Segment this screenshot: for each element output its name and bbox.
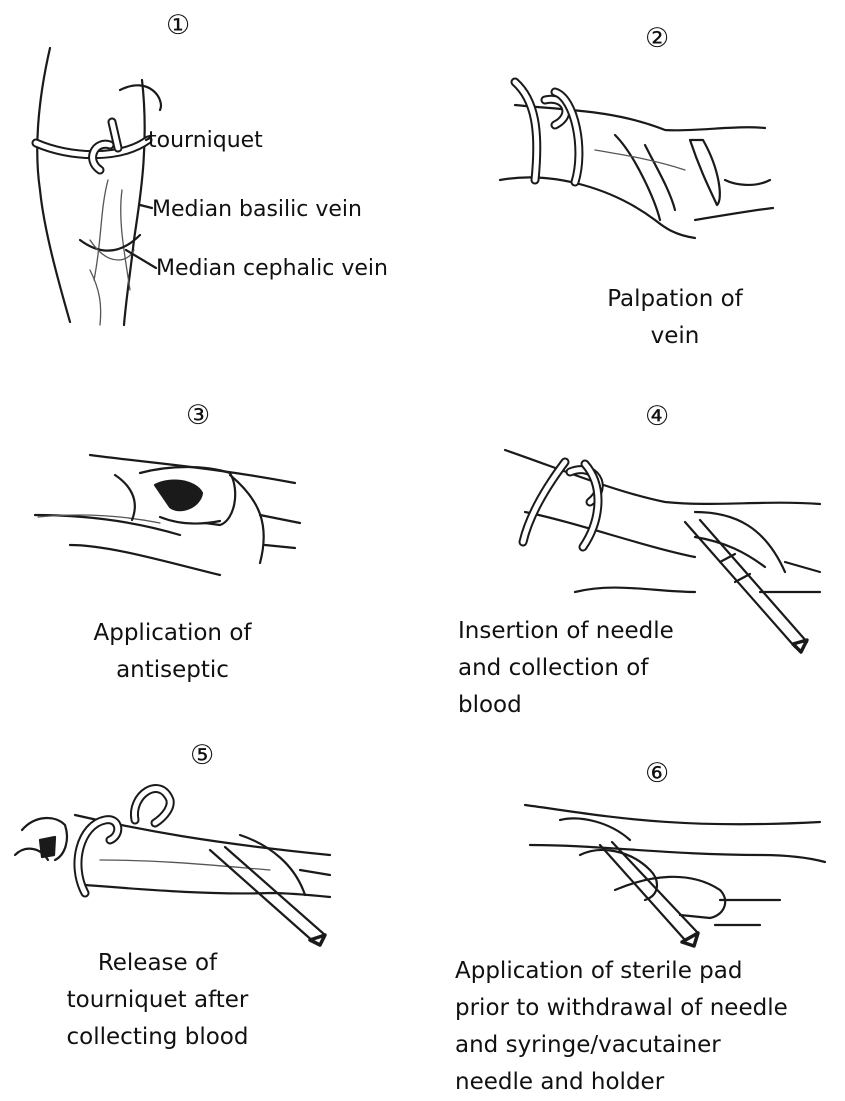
step-5-caption: Release of tourniquet after collecting b… — [30, 945, 285, 1056]
step-6-caption-line-4: needle and holder — [455, 1064, 788, 1101]
step-2-number: ② — [645, 25, 669, 52]
median-cephalic-vein-label: Median cephalic vein — [156, 258, 388, 280]
step-3-caption-line-1: Application of — [60, 615, 285, 652]
step-1-illustration-arm-with-tourniquet — [30, 40, 170, 330]
median-basilic-vein-label: Median basilic vein — [152, 199, 362, 221]
step-6-illustration-sterile-pad — [520, 800, 830, 950]
step-6-caption-line-2: prior to withdrawal of needle — [455, 990, 788, 1027]
step-5-caption-line-1: Release of — [30, 945, 285, 982]
tourniquet-label: tourniquet — [148, 130, 263, 152]
step-4-caption-line-2: and collection of — [458, 650, 674, 687]
step-2-caption-line-2: vein — [570, 318, 780, 355]
step-2-caption-line-1: Palpation of — [570, 281, 780, 318]
step-3-illustration-antiseptic — [30, 445, 305, 580]
step-5-caption-line-2: tourniquet after — [30, 982, 285, 1019]
step-6-caption-line-3: and syringe/vacutainer — [455, 1027, 788, 1064]
step-6-caption: Application of sterile pad prior to with… — [455, 953, 788, 1101]
step-4-caption: Insertion of needle and collection of bl… — [458, 613, 674, 724]
step-2-illustration-palpation — [495, 70, 775, 245]
step-4-number: ④ — [645, 403, 669, 430]
step-6-number: ⑥ — [645, 760, 669, 787]
step-3-number: ③ — [186, 402, 210, 429]
step-5-caption-line-3: collecting blood — [30, 1019, 285, 1056]
step-5-illustration-release-tourniquet — [10, 775, 335, 945]
step-3-caption-line-2: antiseptic — [60, 652, 285, 689]
step-1-number: ① — [166, 12, 190, 39]
step-4-caption-line-1: Insertion of needle — [458, 613, 674, 650]
step-5-number: ⑤ — [190, 742, 214, 769]
step-4-caption-line-3: blood — [458, 687, 674, 724]
step-3-caption: Application of antiseptic — [60, 615, 285, 689]
step-6-caption-line-1: Application of sterile pad — [455, 953, 788, 990]
step-2-caption: Palpation of vein — [570, 281, 780, 355]
